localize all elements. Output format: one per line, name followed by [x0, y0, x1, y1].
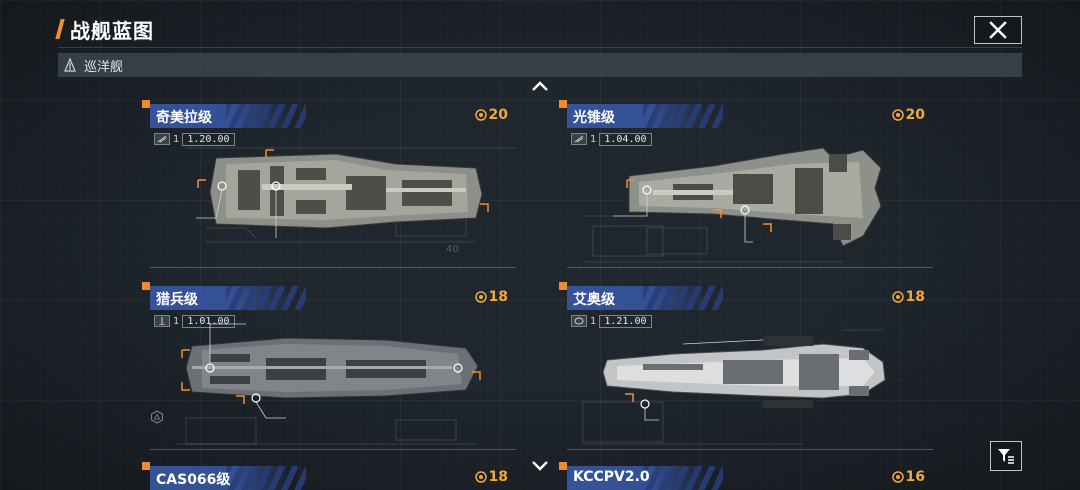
card-corner-marker: [142, 282, 150, 290]
card-corner-marker: [559, 282, 567, 290]
energy-icon: [474, 471, 487, 483]
ship-blueprint-image: [176, 323, 481, 445]
ship-card-lightcone[interactable]: 光锥级 20 1 1.04.00: [559, 100, 933, 268]
ship-class-icon: [154, 133, 170, 145]
category-tab[interactable]: 巡洋舰: [58, 53, 1022, 77]
hexagon-icon: [151, 410, 163, 424]
ship-tier: 1: [590, 315, 597, 327]
ship-blueprint-image: [582, 329, 886, 445]
ship-name: 奇美拉级: [156, 110, 212, 126]
card-underline: [150, 267, 516, 268]
header-divider: [58, 47, 1022, 48]
ship-card-kccpv[interactable]: KCCPV2.0 16: [559, 462, 933, 490]
close-button[interactable]: [974, 16, 1022, 44]
filter-button[interactable]: [990, 441, 1022, 471]
page-title: 战舰蓝图: [70, 19, 154, 43]
ship-cost: 18: [474, 469, 508, 485]
card-underline: [567, 267, 933, 268]
ship-cost: 20: [474, 107, 508, 123]
ship-cost-value: 18: [488, 289, 508, 305]
ship-level-value: 1.04.00: [599, 132, 652, 146]
close-icon: [989, 21, 1007, 39]
ship-cost: 18: [474, 289, 508, 305]
energy-icon: [891, 471, 904, 483]
ship-class-icon: [154, 315, 170, 327]
svg-text:40: 40: [446, 244, 459, 255]
chevron-up-icon[interactable]: [531, 80, 549, 92]
ship-cost-value: 18: [905, 289, 925, 305]
ship-level: 1 1.01.00: [154, 314, 235, 328]
ship-level: 1 1.21.00: [571, 314, 652, 328]
ship-cost: 18: [891, 289, 925, 305]
ship-name: 光锥级: [573, 110, 615, 126]
ship-name: 艾奥级: [573, 292, 615, 308]
card-underline: [150, 449, 516, 450]
energy-icon: [474, 291, 487, 303]
ship-cost: 16: [891, 469, 925, 485]
card-corner-marker: [559, 462, 567, 470]
energy-icon: [474, 109, 487, 121]
category-label: 巡洋舰: [84, 59, 124, 75]
ship-name: CAS066级: [156, 472, 231, 488]
card-stripes: [643, 104, 723, 128]
ship-card-cas066[interactable]: CAS066级 18: [142, 462, 516, 490]
ship-level: 1 1.04.00: [571, 132, 652, 146]
card-corner-marker: [142, 462, 150, 470]
energy-icon: [891, 291, 904, 303]
energy-icon: [891, 109, 904, 121]
ship-level: 1 1.20.00: [154, 132, 235, 146]
ship-card-chimera[interactable]: 奇美拉级 20 1 1.20.00 40: [142, 100, 516, 268]
card-stripes: [226, 286, 306, 310]
ship-level-value: 1.01.00: [182, 314, 235, 328]
ship-card-io[interactable]: 艾奥级 18 1 1.21.00: [559, 282, 933, 450]
ship-card-hunter[interactable]: 猎兵级 18 1 1.01.00: [142, 282, 516, 450]
ship-level-value: 1.21.00: [599, 314, 652, 328]
cruiser-icon: [64, 58, 76, 72]
card-stripes: [643, 286, 723, 310]
card-corner-marker: [559, 100, 567, 108]
ship-name: 猎兵级: [156, 292, 198, 308]
ship-class-icon: [571, 315, 587, 327]
ship-level-value: 1.20.00: [182, 132, 235, 146]
ship-class-icon: [571, 133, 587, 145]
card-corner-marker: [142, 100, 150, 108]
card-underline: [567, 449, 933, 450]
ship-cost-value: 20: [488, 107, 508, 123]
filter-icon: [998, 449, 1014, 464]
ship-cost-value: 20: [905, 107, 925, 123]
ship-cost: 20: [891, 107, 925, 123]
ship-tier: 1: [173, 315, 180, 327]
ship-blueprint-image: [583, 147, 882, 263]
card-stripes: [226, 104, 306, 128]
ship-tier: 1: [173, 133, 180, 145]
ship-blueprint-image: 40: [186, 147, 516, 255]
page-header: 战舰蓝图: [0, 0, 1080, 52]
ship-cost-value: 16: [905, 469, 925, 485]
title-accent: [55, 19, 65, 39]
chevron-down-icon[interactable]: [531, 460, 549, 472]
ship-cost-value: 18: [488, 469, 508, 485]
card-stripes: [226, 466, 306, 490]
ship-tier: 1: [590, 133, 597, 145]
card-stripes: [643, 466, 723, 490]
ship-name: KCCPV2.0: [573, 469, 650, 485]
